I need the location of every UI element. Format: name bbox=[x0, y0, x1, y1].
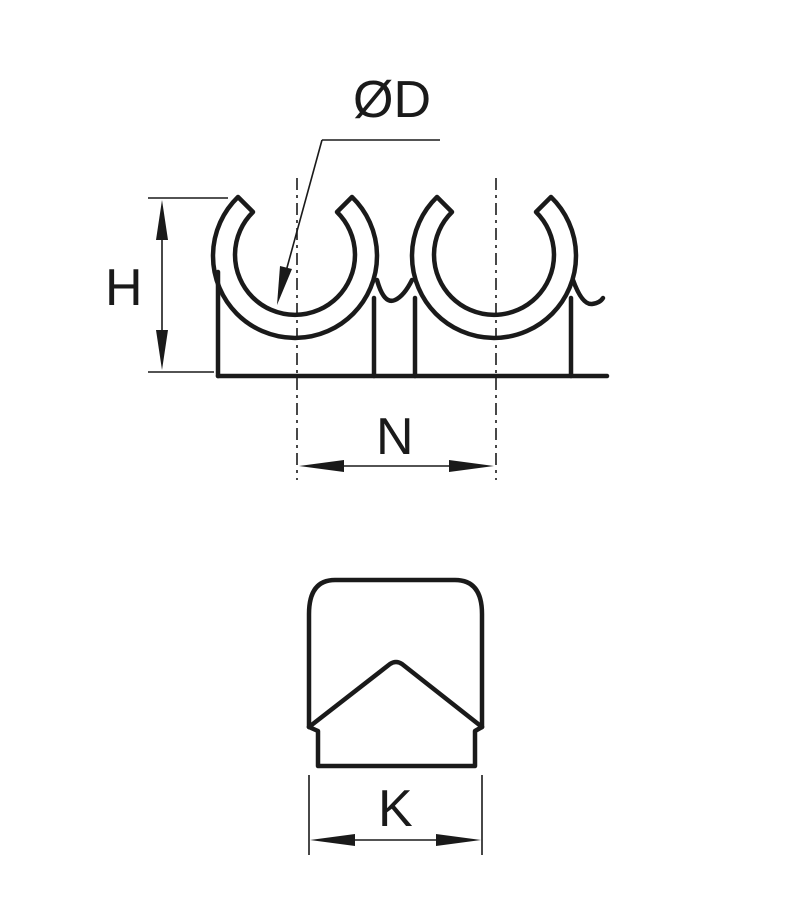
pitch-arrow-left bbox=[299, 460, 344, 472]
side-base bbox=[306, 724, 485, 769]
width-label: K bbox=[378, 780, 413, 838]
width-arrow-left bbox=[310, 834, 355, 846]
height-arrow-top bbox=[156, 200, 168, 240]
diameter-dimension: ØD bbox=[277, 71, 440, 305]
width-arrow-right bbox=[436, 834, 481, 846]
right-clip-ring bbox=[409, 194, 579, 341]
middle-cusp bbox=[374, 277, 415, 304]
height-label: H bbox=[105, 259, 143, 317]
width-dimension: K bbox=[308, 775, 483, 855]
side-outline bbox=[306, 577, 485, 730]
left-clip-ring bbox=[210, 194, 380, 341]
right-hook bbox=[570, 277, 606, 307]
diameter-arrowhead bbox=[277, 266, 292, 305]
pitch-dimension: N bbox=[299, 408, 494, 472]
front-view bbox=[210, 178, 610, 480]
height-dimension: H bbox=[105, 197, 228, 373]
pitch-label: N bbox=[376, 408, 414, 466]
diameter-leader-line bbox=[284, 139, 323, 276]
pitch-arrow-right bbox=[449, 460, 494, 472]
height-arrow-bottom bbox=[156, 330, 168, 370]
side-chevron bbox=[306, 659, 485, 730]
side-view bbox=[306, 577, 485, 769]
diameter-label: ØD bbox=[353, 71, 431, 129]
